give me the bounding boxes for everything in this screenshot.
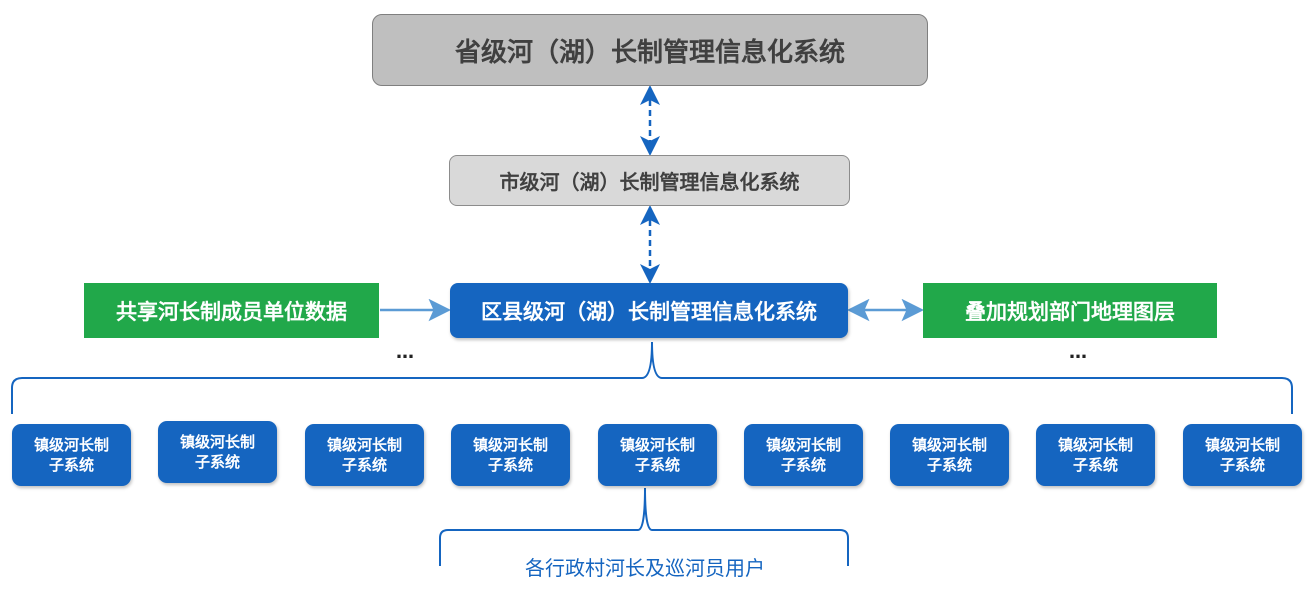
town-subsystem-line1: 镇级河长制 [1204, 436, 1280, 454]
ellipsis-left: … [396, 342, 415, 363]
planning-layer-box: 叠加规划部门地理图层 [923, 283, 1217, 338]
town-subsystem-box: 镇级河长制 子系统 [12, 424, 131, 486]
town-subsystem-line1: 镇级河长制 [619, 436, 695, 454]
town-subsystem-line1: 镇级河长制 [472, 436, 548, 454]
town-subsystem-line1: 镇级河长制 [1057, 436, 1133, 454]
town-subsystem-line2: 子系统 [487, 456, 533, 474]
town-subsystem-line2: 子系统 [194, 453, 240, 471]
city-system-label: 市级河（湖）长制管理信息化系统 [499, 170, 800, 194]
town-subsystem-line2: 子系统 [1072, 456, 1118, 474]
town-subsystem-line1: 镇级河长制 [179, 433, 255, 451]
province-system-box: 省级河（湖）长制管理信息化系统 [372, 14, 928, 86]
town-subsystem-line1: 镇级河长制 [911, 436, 987, 454]
town-subsystem-line1: 镇级河长制 [765, 436, 841, 454]
town-subsystem-box: 镇级河长制 子系统 [1036, 424, 1155, 486]
town-subsystem-line2: 子系统 [926, 456, 972, 474]
county-system-label: 区县级河（湖）长制管理信息化系统 [481, 299, 817, 324]
town-subsystem-box: 镇级河长制 子系统 [744, 424, 863, 486]
town-subsystem-box: 镇级河长制 子系统 [1183, 424, 1302, 486]
town-subsystem-box: 镇级河长制 子系统 [305, 424, 424, 486]
planning-layer-label: 叠加规划部门地理图层 [965, 299, 1175, 324]
town-subsystem-line1: 镇级河长制 [33, 436, 109, 454]
town-subsystem-box: 镇级河长制 子系统 [598, 424, 717, 486]
town-subsystem-box: 镇级河长制 子系统 [890, 424, 1009, 486]
town-subsystem-line2: 子系统 [1219, 456, 1265, 474]
town-subsystem-line2: 子系统 [780, 456, 826, 474]
town-subsystem-box: 镇级河长制 子系统 [451, 424, 570, 486]
shared-data-box: 共享河长制成员单位数据 [84, 283, 379, 338]
county-system-box: 区县级河（湖）长制管理信息化系统 [450, 283, 848, 338]
town-subsystem-box: 镇级河长制 子系统 [158, 421, 277, 483]
town-subsystem-line2: 子系统 [48, 456, 94, 474]
town-subsystem-line2: 子系统 [341, 456, 387, 474]
town-subsystem-line2: 子系统 [634, 456, 680, 474]
shared-data-label: 共享河长制成员单位数据 [116, 299, 347, 324]
ellipsis-right: … [1069, 342, 1088, 363]
village-brace [439, 487, 849, 566]
village-users-label: 各行政村河长及巡河员用户 [525, 556, 765, 580]
province-system-label: 省级河（湖）长制管理信息化系统 [454, 37, 845, 68]
city-system-box: 市级河（湖）长制管理信息化系统 [449, 155, 850, 206]
town-brace [11, 341, 1293, 414]
town-subsystem-line1: 镇级河长制 [326, 436, 402, 454]
